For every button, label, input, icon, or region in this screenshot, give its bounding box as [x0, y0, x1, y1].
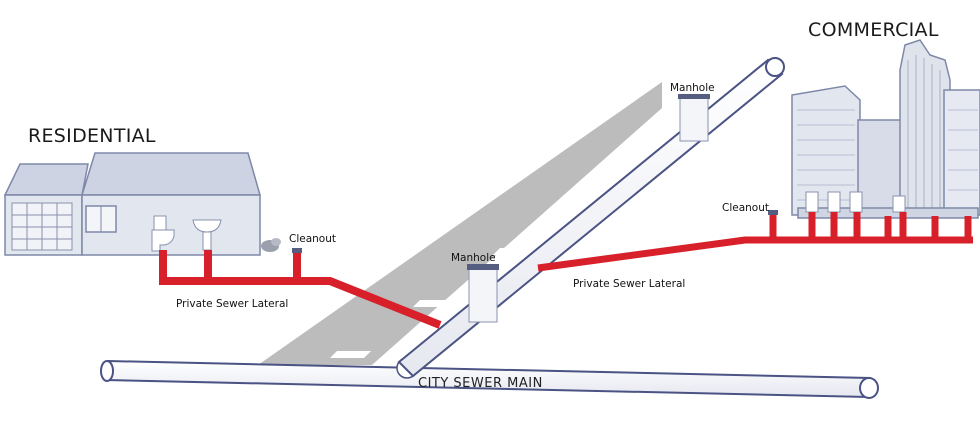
street-sewer-pipe: [397, 57, 785, 378]
residential-label: RESIDENTIAL: [28, 125, 156, 147]
toilet-fixture: [151, 215, 175, 252]
house-window: [85, 205, 117, 233]
residential-house: [3, 152, 281, 256]
residential-lateral-pipe: [159, 250, 442, 329]
commercial-lateral-pipe: [537, 212, 973, 272]
manhole-upper-label: Manhole: [670, 82, 715, 94]
cleanout-left-label: Cleanout: [289, 233, 336, 245]
yard-shrub: [261, 238, 281, 252]
manhole-upper: [678, 94, 710, 142]
garage-door: [11, 202, 73, 251]
cleanout-right-label: Cleanout: [722, 202, 769, 214]
lateral-right-label: Private Sewer Lateral: [573, 278, 686, 290]
road-lane-markings: [330, 152, 652, 358]
sink-fixture: [192, 219, 222, 251]
cleanout-pipe-left: [292, 248, 302, 253]
commercial-label: COMMERCIAL: [808, 19, 939, 41]
commercial-buildings: [791, 39, 980, 219]
city-sewer-main-label: CITY SEWER MAIN: [418, 376, 543, 391]
manhole-lower-label: Manhole: [451, 252, 496, 264]
lateral-left-label: Private Sewer Lateral: [176, 298, 289, 310]
city-sewer-main-pipe: [100, 357, 879, 399]
manhole-lower: [467, 264, 499, 323]
cleanout-pipe-right: [768, 210, 778, 215]
